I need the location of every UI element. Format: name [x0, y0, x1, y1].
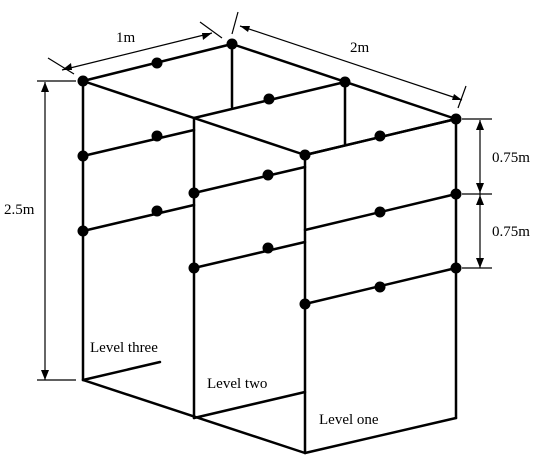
bottom-left-edge	[81, 378, 307, 455]
node	[299, 149, 311, 161]
node	[77, 75, 89, 87]
node	[299, 298, 311, 310]
dimension-lines	[37, 11, 492, 381]
width-arrow-right	[202, 33, 212, 40]
height-arrow-top	[41, 82, 49, 92]
node	[374, 130, 386, 142]
sensor-nodes	[77, 38, 462, 310]
node	[339, 76, 351, 88]
spacing-lower-label: 0.75m	[492, 224, 530, 240]
node	[450, 188, 462, 200]
width-arrow-left	[62, 63, 72, 70]
depth-label: 2m	[350, 40, 370, 56]
node	[151, 130, 163, 142]
depth-dimension-tick-right	[457, 85, 467, 109]
node	[188, 187, 200, 199]
spacing-upper-label: 0.75m	[492, 150, 530, 166]
node	[450, 113, 462, 125]
node	[374, 206, 386, 218]
spacing-arrow-3	[476, 195, 484, 205]
shelf-bar-level-three-upper	[81, 128, 196, 158]
depth-dimension-tick-left	[231, 11, 239, 35]
level-one-label: Level one	[319, 412, 379, 428]
width-dimension-tick-left	[47, 57, 75, 75]
bottom-divider-edge	[192, 390, 307, 420]
node	[374, 281, 386, 293]
width-dimension-tick-right	[199, 21, 223, 39]
node	[263, 93, 275, 105]
node	[262, 169, 274, 181]
bottom-back-edge	[81, 360, 162, 382]
spacing-arrow-4	[476, 258, 484, 268]
shelf-bar-level-two-upper	[192, 165, 307, 195]
bottom-front-edge	[303, 416, 458, 455]
spacing-arrow-1	[476, 120, 484, 130]
height-arrow-bottom	[41, 370, 49, 380]
node	[450, 262, 462, 274]
spacing-arrow-2	[476, 183, 484, 193]
node	[77, 150, 89, 162]
depth-arrow-left	[240, 26, 250, 32]
level-three-label: Level three	[90, 340, 158, 356]
width-dimension-line	[61, 32, 213, 71]
depth-arrow-right	[452, 94, 462, 100]
node	[188, 262, 200, 274]
node	[151, 205, 163, 217]
depth-dimension-line	[239, 25, 463, 101]
width-label: 1m	[116, 30, 136, 46]
node	[226, 38, 238, 50]
shelf-bar-level-two-lower	[192, 240, 307, 270]
node	[151, 57, 163, 69]
shelf-bar-level-three-lower	[81, 203, 196, 233]
height-label: 2.5m	[4, 202, 35, 218]
frame-structure	[81, 42, 458, 455]
level-two-label: Level two	[207, 376, 267, 392]
node	[77, 225, 89, 237]
node	[262, 242, 274, 254]
